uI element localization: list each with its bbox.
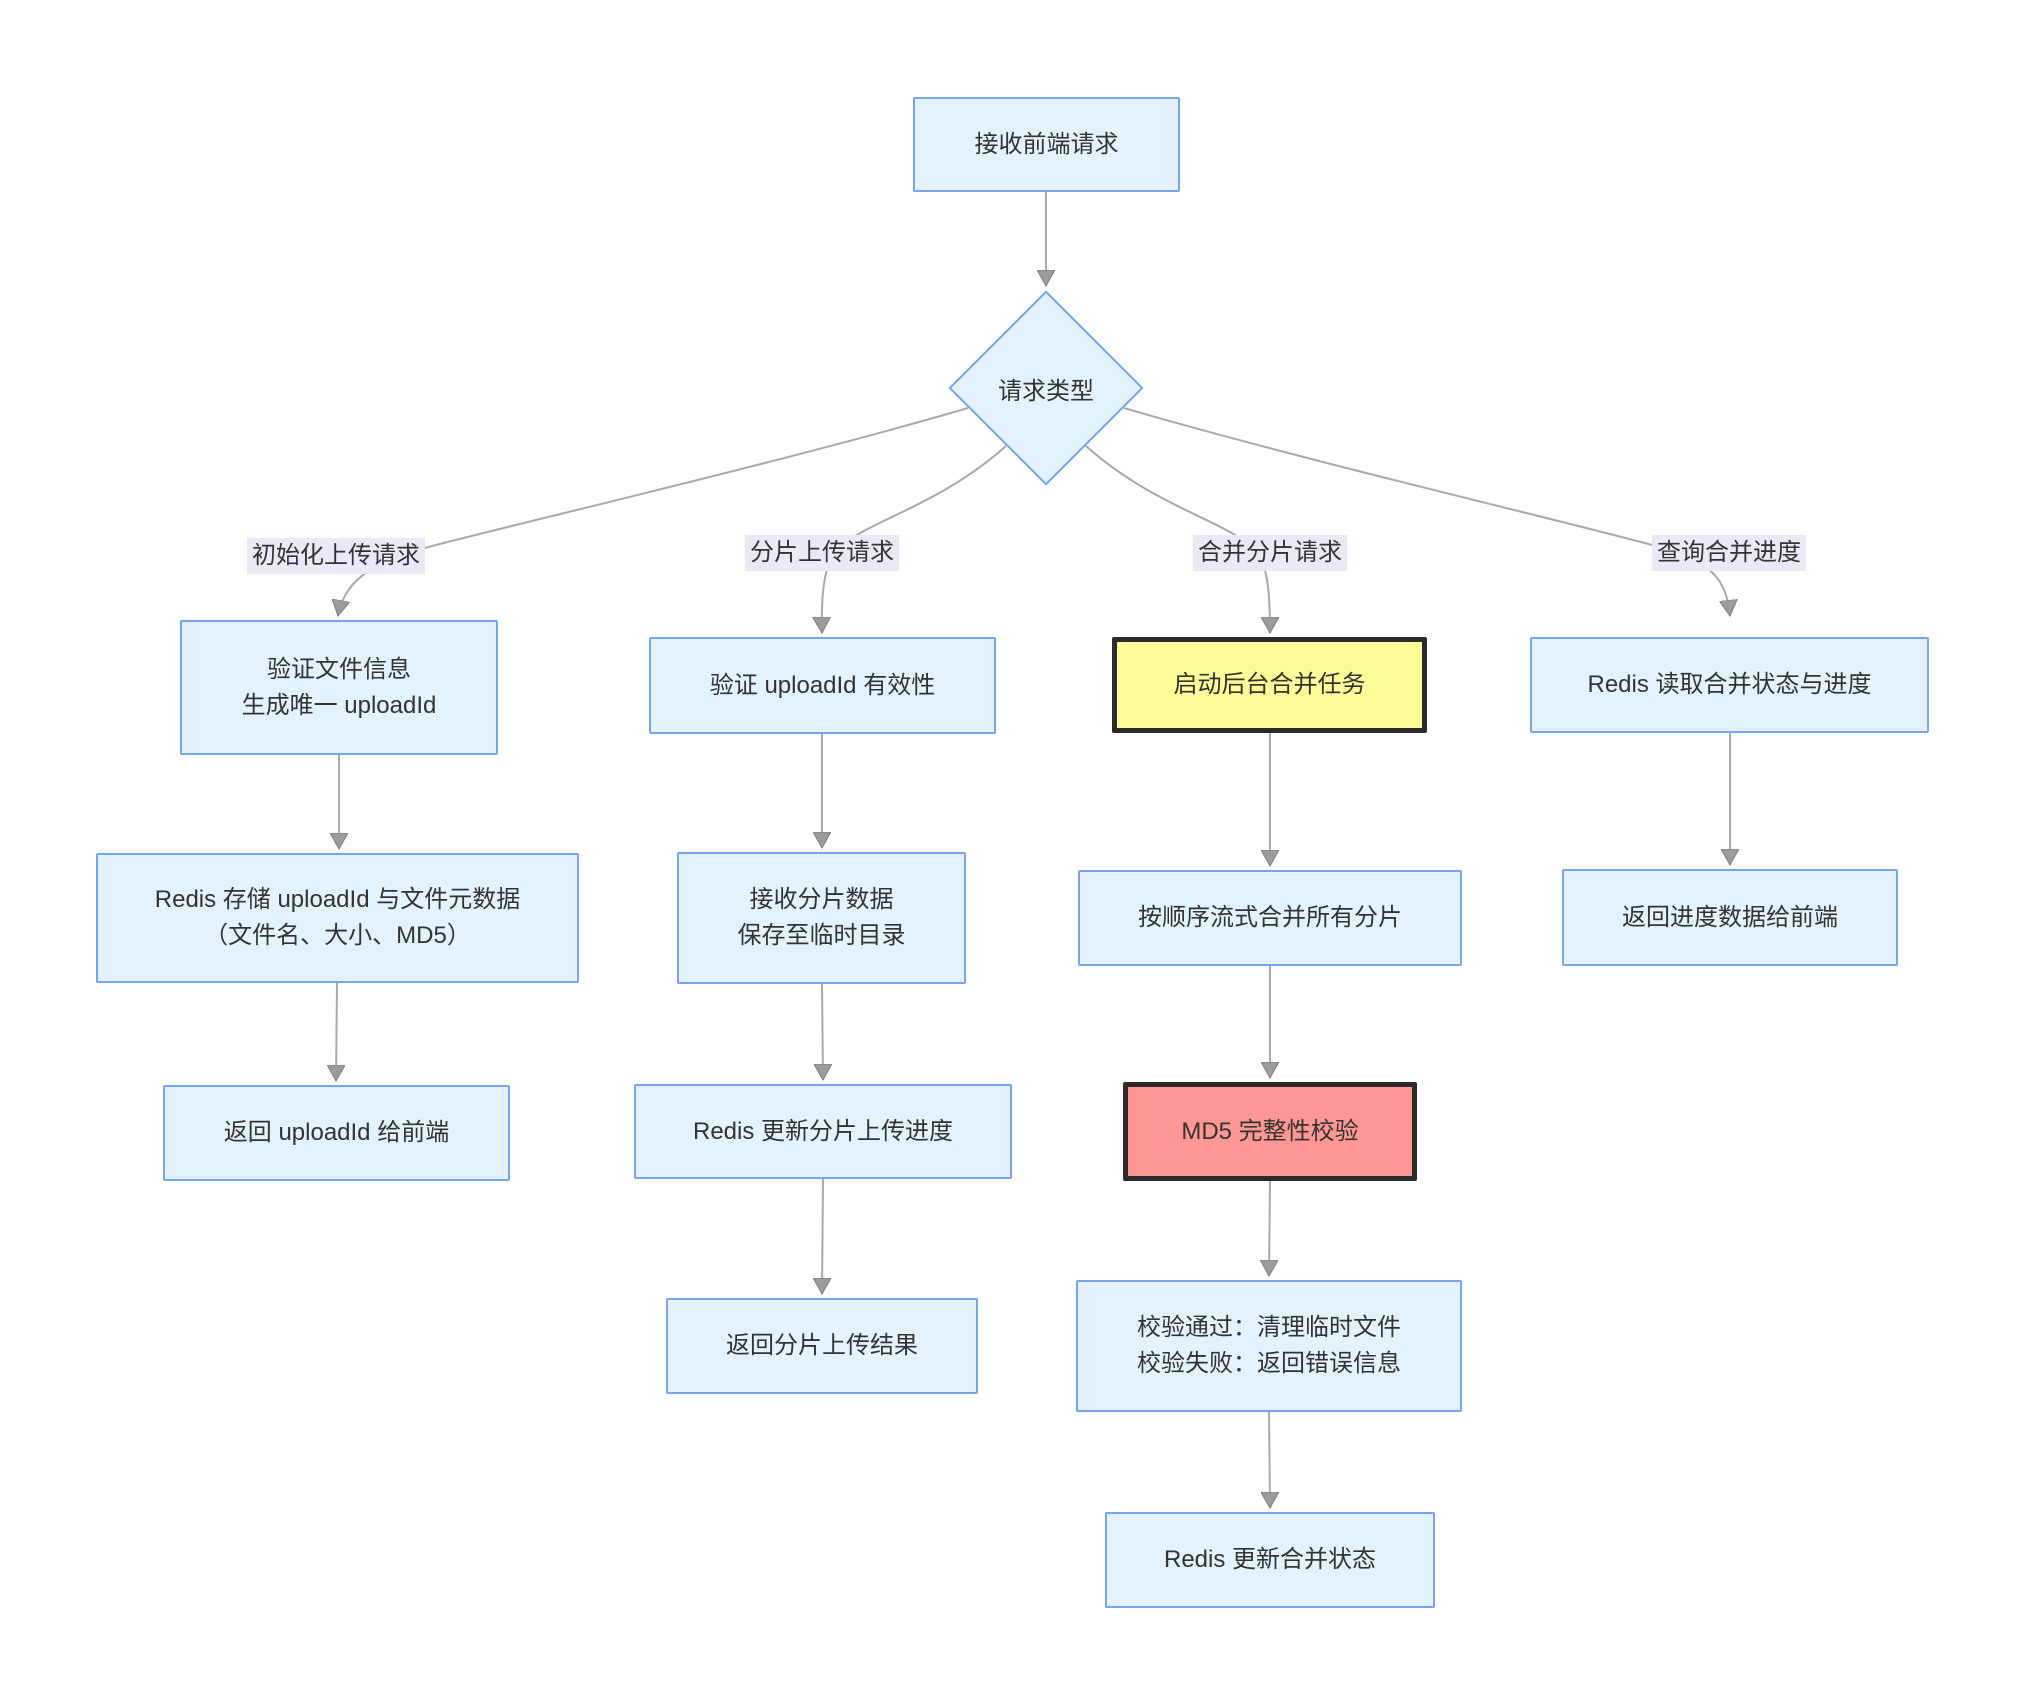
node-check-result: 校验通过：清理临时文件 校验失败：返回错误信息 <box>1076 1280 1462 1412</box>
node-start-merge: 启动后台合并任务 <box>1112 637 1427 733</box>
node-validate-file-line1: 验证文件信息 <box>267 655 411 683</box>
node-request-type: 请求类型 <box>948 290 1144 486</box>
node-return-uploadid-label: 返回 uploadId 给前端 <box>223 1119 450 1146</box>
node-validate-file: 验证文件信息 生成唯一 uploadId <box>180 620 498 755</box>
node-md5-check: MD5 完整性校验 <box>1123 1082 1417 1181</box>
node-start-merge-label: 启动后台合并任务 <box>1173 671 1366 698</box>
edge-redis-store-to-return-uploadid <box>336 982 337 1081</box>
node-merge-all-label: 按顺序流式合并所有分片 <box>1138 904 1402 931</box>
node-validate-uploadid-label: 验证 uploadId 有效性 <box>709 671 936 699</box>
node-return-uploadid: 返回 uploadId 给前端 <box>163 1085 510 1181</box>
edge-check-result-to-redis-update-merge <box>1269 1411 1270 1508</box>
node-merge-all: 按顺序流式合并所有分片 <box>1078 870 1462 966</box>
edge-type-to-validate-file <box>338 407 969 616</box>
node-return-progress: 返回进度数据给前端 <box>1562 869 1898 966</box>
edge-label-query-progress: 查询合并进度 <box>1652 535 1806 571</box>
node-check-result-line2: 校验失败：返回错误信息 <box>1137 1350 1401 1377</box>
edge-receive-chunk-to-redis-update-chunk <box>822 983 823 1080</box>
node-receive-chunk: 接收分片数据 保存至临时目录 <box>677 852 966 984</box>
node-redis-read: Redis 读取合并状态与进度 <box>1530 637 1929 733</box>
edge-md5-to-check-result <box>1269 1180 1270 1276</box>
node-redis-store-line1: Redis 存储 uploadId 与文件元数据 <box>154 886 521 913</box>
node-validate-uploadid: 验证 uploadId 有效性 <box>649 637 996 734</box>
node-redis-read-label: Redis 读取合并状态与进度 <box>1587 671 1872 698</box>
node-request-type-label: 请求类型 <box>998 377 1094 405</box>
node-return-chunk-result-label: 返回分片上传结果 <box>726 1332 918 1359</box>
node-redis-update-merge-label: Redis 更新合并状态 <box>1163 1546 1377 1573</box>
node-redis-update-chunk-label: Redis 更新分片上传进度 <box>692 1117 954 1145</box>
node-receive-request: 接收前端请求 <box>913 97 1180 192</box>
node-validate-file-line2: 生成唯一 uploadId <box>241 691 437 719</box>
node-redis-store-line2: （文件名、大小、MD5） <box>204 922 471 949</box>
edge-label-chunk-upload: 分片上传请求 <box>745 535 899 571</box>
node-md5-check-label: MD5 完整性校验 <box>1181 1117 1359 1145</box>
node-return-chunk-result: 返回分片上传结果 <box>666 1298 978 1394</box>
node-redis-update-merge: Redis 更新合并状态 <box>1105 1512 1435 1608</box>
node-return-progress-label: 返回进度数据给前端 <box>1622 903 1838 931</box>
node-redis-update-chunk: Redis 更新分片上传进度 <box>634 1084 1012 1179</box>
node-receive-chunk-line1: 接收分片数据 <box>749 886 894 913</box>
node-receive-chunk-line2: 保存至临时目录 <box>737 922 906 949</box>
node-check-result-line1: 校验通过：清理临时文件 <box>1137 1314 1401 1341</box>
edge-type-to-redis-read <box>1123 407 1730 616</box>
node-redis-store: Redis 存储 uploadId 与文件元数据 （文件名、大小、MD5） <box>96 853 579 983</box>
edge-label-merge-chunks: 合并分片请求 <box>1193 535 1347 571</box>
node-receive-request-label: 接收前端请求 <box>974 130 1119 158</box>
edge-label-init-upload: 初始化上传请求 <box>247 538 425 574</box>
edge-redis-update-chunk-to-return-chunk <box>822 1178 823 1294</box>
